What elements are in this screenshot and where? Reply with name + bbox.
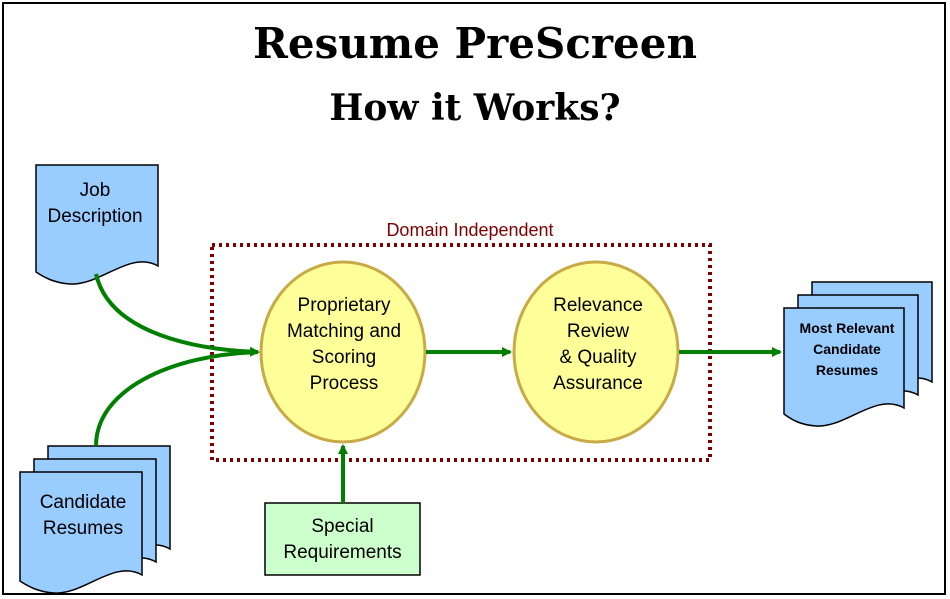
domain-independent-group <box>210 243 712 462</box>
job-to-process-arrow <box>94 273 260 357</box>
matching-process-line3: Scoring <box>311 347 377 368</box>
domain-independent-label: Domain Independent <box>386 220 554 240</box>
job-description-label: Job Description <box>30 178 160 230</box>
job-description-line1: Job <box>79 180 111 201</box>
relevance-review-line1: Relevance <box>553 295 643 316</box>
relevance-review-label: Relevance Review & Quality Assurance <box>518 293 678 397</box>
special-requirements-label: Special Requirements <box>265 514 420 566</box>
matching-process-line4: Process <box>309 373 379 394</box>
candidate-resumes-line2: Resumes <box>42 518 124 539</box>
page-subtitle: How it Works? <box>329 87 621 129</box>
matching-process-label: Proprietary Matching and Scoring Process <box>264 293 424 397</box>
candidate-resumes-label: Candidate Resumes <box>20 490 146 542</box>
special-requirements-line1: Special <box>311 516 374 537</box>
output-label: Most Relevant Candidate Resumes <box>784 318 910 381</box>
job-description-document <box>35 164 159 285</box>
output-line1: Most Relevant <box>799 320 895 336</box>
output-line2: Candidate <box>813 341 881 357</box>
matching-process-node <box>259 260 427 444</box>
special-requirements-line2: Requirements <box>283 542 402 563</box>
matching-process-line1: Proprietary <box>297 295 391 316</box>
page-title: Resume PreScreen <box>252 19 698 68</box>
relevance-review-line4: Assurance <box>553 373 643 394</box>
relevance-review-line3: & Quality <box>559 347 637 368</box>
candidate-resumes-stack <box>19 445 171 594</box>
matching-process-line2: Matching and <box>286 321 402 342</box>
job-description-line2: Description <box>47 206 143 227</box>
relevance-review-line2: Review <box>566 321 630 342</box>
candidate-resumes-line1: Candidate <box>39 492 127 513</box>
relevance-review-node <box>512 260 680 444</box>
output-documents-stack <box>783 281 933 427</box>
resumes-to-process-arrow <box>94 350 259 447</box>
output-line3: Resumes <box>815 362 879 378</box>
